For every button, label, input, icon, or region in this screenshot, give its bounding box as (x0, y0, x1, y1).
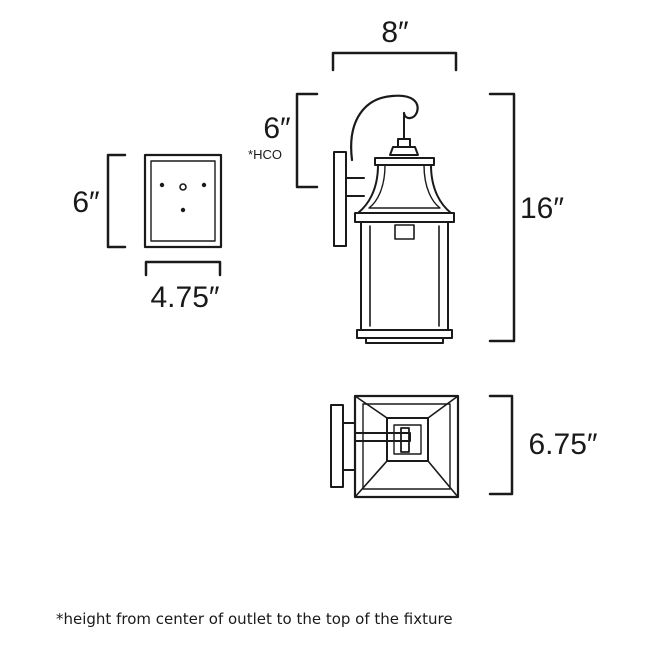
hip-line-tl (354, 395, 388, 419)
wall-plate-side (333, 151, 347, 247)
hook-top-view (400, 427, 410, 453)
roof-flare-inner (368, 164, 441, 209)
backplate-outer (143, 153, 223, 249)
roof-outline (353, 394, 460, 499)
fixture-height-bracket (488, 92, 516, 343)
fixture-width-label: 8″ (381, 16, 409, 49)
lantern-base (356, 329, 453, 339)
fixture-height-label: 16″ (520, 192, 564, 225)
hip-line-tr (427, 395, 459, 419)
footnote: *height from center of outlet to the top… (56, 610, 453, 628)
roof-outline-inner (362, 403, 451, 490)
hip-line-bl (354, 460, 388, 498)
lantern-top-view (330, 394, 460, 499)
hook-arm (350, 94, 419, 162)
fixture-width-bracket (331, 51, 458, 72)
cap-outline (386, 417, 429, 462)
hip-line-br (427, 460, 459, 498)
backplate-inner (150, 160, 216, 242)
top-cap (389, 146, 419, 156)
lantern-side-view (333, 94, 455, 344)
mount-hole-right (201, 182, 207, 188)
hco-height-label: 6″ (263, 112, 291, 145)
finial (397, 138, 411, 148)
wire-hole (179, 183, 187, 191)
backplate-width-bracket (144, 260, 222, 277)
fixture-depth-bracket (488, 394, 514, 496)
socket-cup (394, 224, 415, 240)
backplate-width-label: 4.75″ (150, 281, 219, 314)
mount-hole-bottom (180, 207, 186, 213)
backplate-view (143, 153, 223, 249)
mount-hole-left (159, 182, 165, 188)
roof-band (374, 157, 435, 166)
roof-ledge (354, 212, 455, 223)
cap-outline-inner (393, 424, 422, 455)
lantern-base-bottom (365, 337, 444, 344)
arm-top-view (354, 432, 411, 442)
backplate-height-bracket (106, 153, 127, 249)
wall-plate-top-view (330, 404, 344, 488)
fixture-depth-label: 6.75″ (528, 428, 597, 461)
hco-height-bracket (295, 92, 319, 189)
hco-label: *HCO (248, 147, 282, 162)
backplate-height-label: 6″ (72, 186, 100, 219)
